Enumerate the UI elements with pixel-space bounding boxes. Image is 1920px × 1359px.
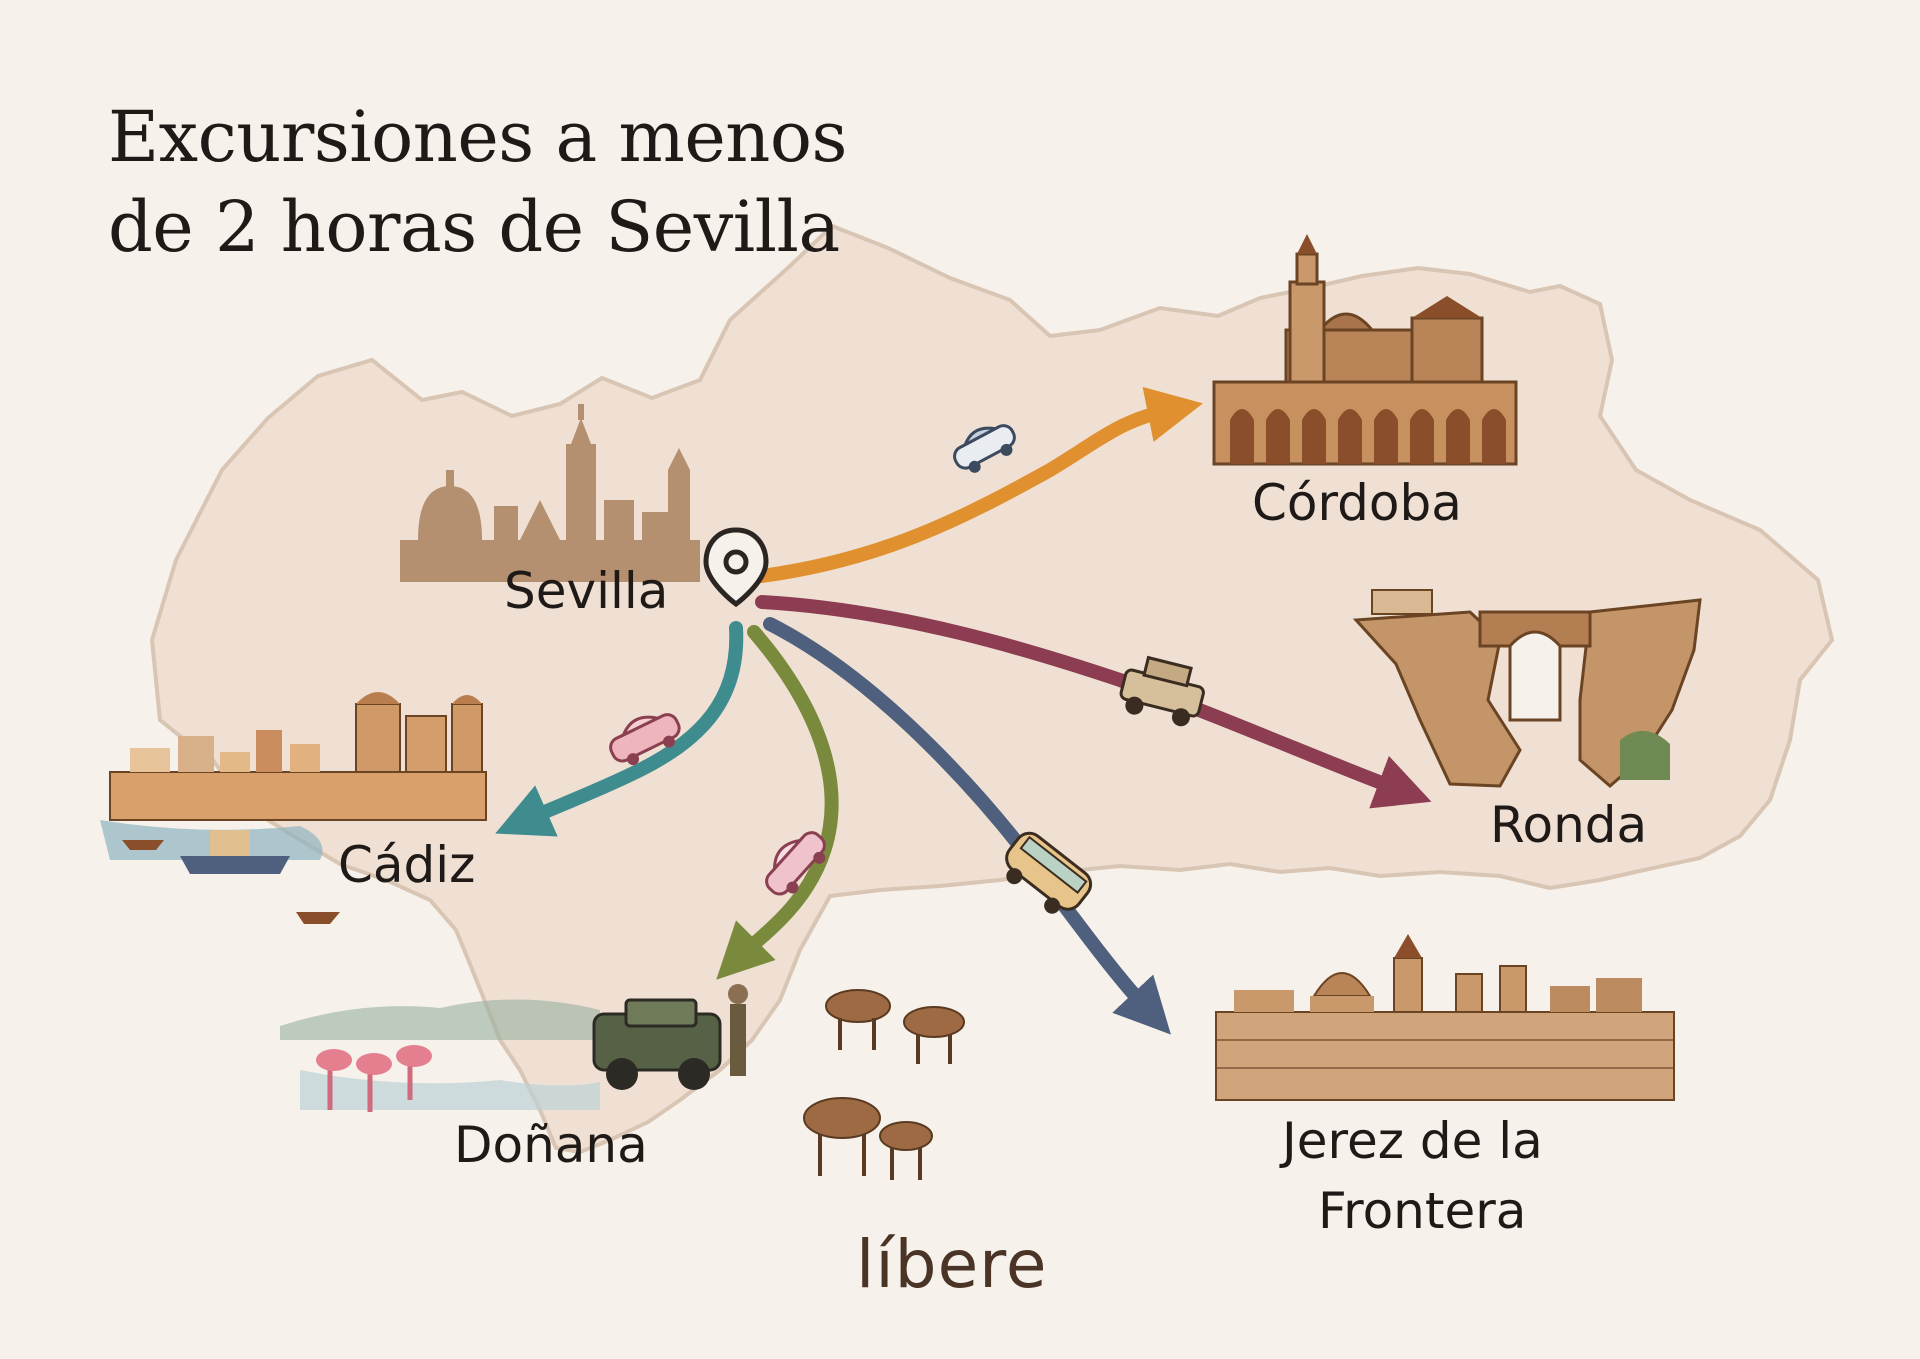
- city-label-jerez-line-2: Frontera: [1318, 1182, 1527, 1240]
- cordoba-mosque-illustration: [1212, 234, 1518, 466]
- donana-wildlife-illustration: [280, 984, 965, 1180]
- jerez-city-illustration: [1215, 934, 1675, 1101]
- route-cordoba: [755, 386, 1203, 583]
- route-cadiz: [495, 621, 744, 837]
- city-label-cordoba: Córdoba: [1252, 474, 1462, 532]
- sevilla-skyline-illustration: [400, 404, 700, 582]
- city-label-cadiz: Cádiz: [338, 836, 476, 894]
- city-label-sevilla: Sevilla: [504, 562, 669, 620]
- ronda-bridge-illustration: [1352, 589, 1702, 788]
- city-label-jerez-line-1: Jerez de la: [1282, 1112, 1543, 1170]
- map-title-line-1: Excursiones a menos: [108, 96, 847, 178]
- cadiz-coast-illustration: [100, 692, 487, 924]
- city-label-donana: Doñana: [454, 1116, 648, 1174]
- route-ronda: [755, 595, 1432, 809]
- brand-logo: líbere: [856, 1226, 1048, 1303]
- van-icon: [1005, 831, 1093, 914]
- vintage-car-icon: [1119, 655, 1205, 727]
- car-icon: [953, 424, 1016, 473]
- car-icon: [609, 713, 681, 766]
- city-label-ronda: Ronda: [1490, 796, 1648, 854]
- map-title-line-2: de 2 horas de Sevilla: [108, 186, 840, 268]
- map-pin-icon: [703, 527, 769, 608]
- car-icon: [765, 831, 826, 896]
